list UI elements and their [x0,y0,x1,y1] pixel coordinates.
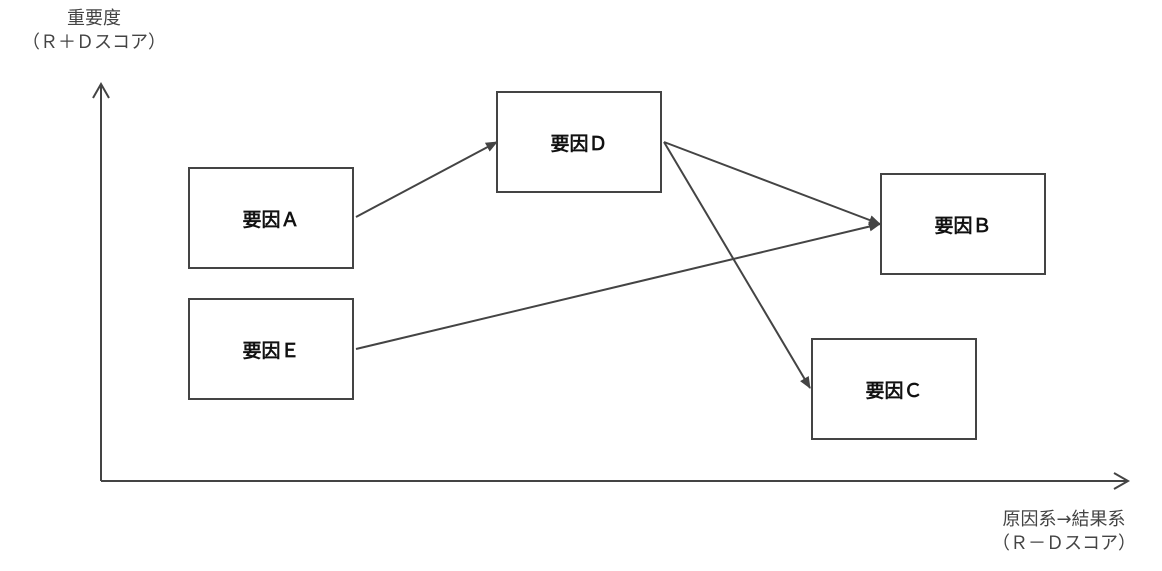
arrow-e-to-b [355,221,881,350]
x-axis-label: 原因系→結果系 （Ｒ－Ｄスコア） [992,508,1136,556]
y-axis-label-line1: 重要度 [67,8,121,29]
factor-label-d: 要因Ｄ [550,132,608,155]
factor-label-b: 要因Ｂ [934,214,992,237]
arrow-d-to-c [663,141,811,389]
y-axis-label: 重要度 （Ｒ＋Ｄスコア） [22,7,166,55]
x-axis-arrowhead [1113,472,1131,490]
x-axis-label-line1: 原因系→結果系 [1002,509,1126,530]
y-axis-label-line2: （Ｒ＋Ｄスコア） [22,32,166,53]
arrow-d-to-b [663,141,881,225]
x-axis-label-line2: （Ｒ－Ｄスコア） [992,533,1136,554]
factor-box-e: 要因Ｅ [188,298,354,400]
arrow-a-to-d [355,141,498,218]
factor-label-e: 要因Ｅ [242,339,300,362]
factor-box-b: 要因Ｂ [880,173,1046,275]
factor-label-a: 要因Ａ [242,208,300,231]
factor-box-d: 要因Ｄ [496,91,662,193]
factor-label-c: 要因Ｃ [865,379,923,402]
factor-box-a: 要因Ａ [188,167,354,269]
y-axis-arrowhead [92,81,110,99]
factor-box-c: 要因Ｃ [811,338,977,440]
